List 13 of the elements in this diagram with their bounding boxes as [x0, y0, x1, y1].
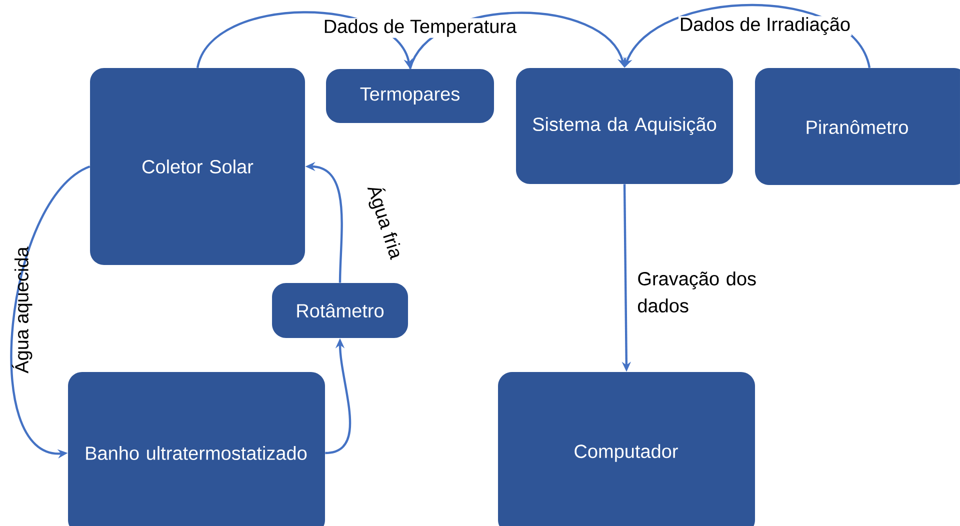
process-box: Piranômetro — [755, 68, 960, 185]
process-box: Computador — [498, 372, 755, 526]
annotation: Dados de Temperatura — [322, 18, 518, 38]
process-box: Sistema da Aquisição — [516, 68, 733, 184]
process-box: Rotâmetro — [272, 283, 408, 338]
process-box: Banho ultratermostatizado — [68, 372, 325, 526]
process-box: Coletor Solar — [90, 68, 305, 265]
arrow — [624, 4, 871, 68]
process-box: Termopares — [326, 69, 494, 123]
edge-label: Água fria — [367, 188, 400, 260]
edge-label: Água aquecida — [12, 246, 32, 374]
annotation: Dados de Irradiação — [678, 16, 852, 36]
edge-label: Gravação dos dados — [638, 272, 756, 312]
